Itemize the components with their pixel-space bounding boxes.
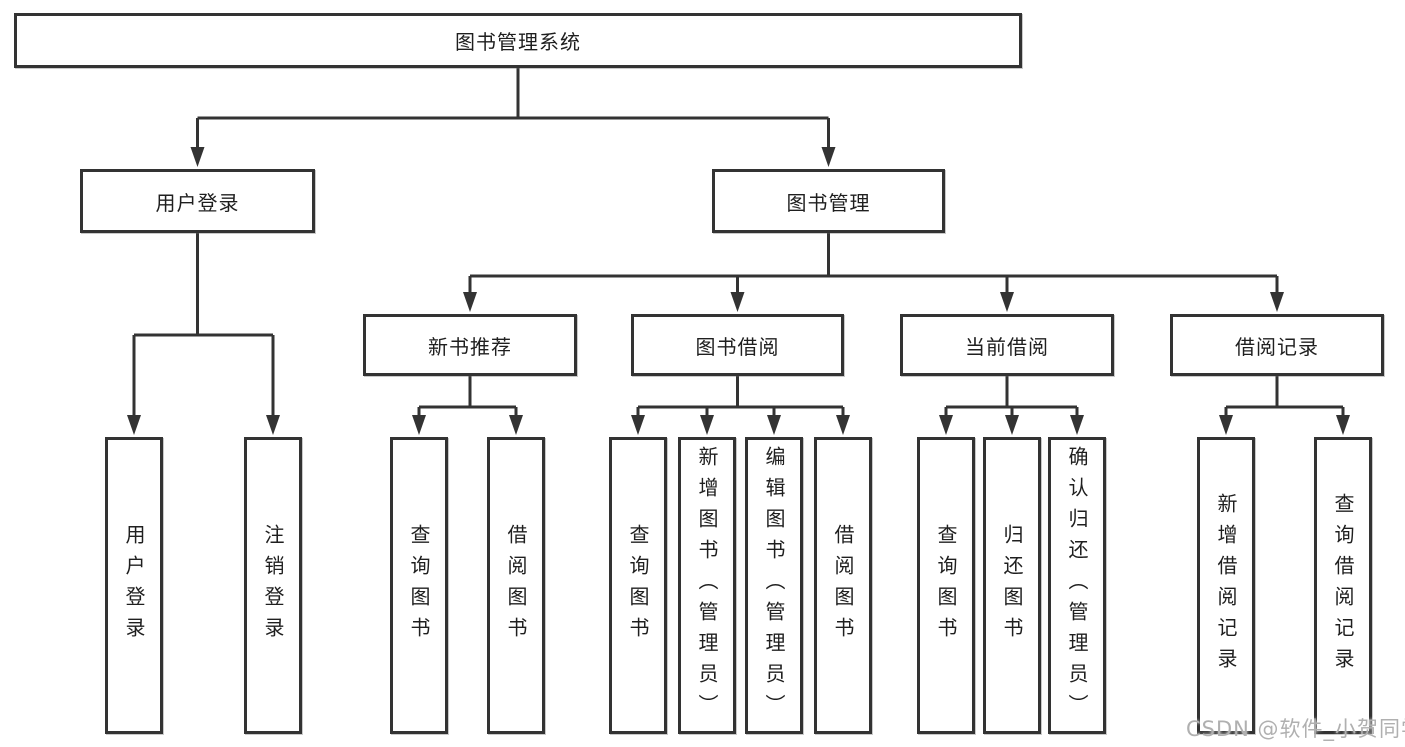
leaf-query-book-recommend: 查询图书	[390, 437, 448, 734]
node-label: 查询图书	[407, 523, 431, 648]
leaf-edit-book-admin: 编辑图书（管理员）	[745, 437, 803, 734]
arrowheads	[127, 147, 1350, 435]
node-label: 查询图书	[626, 523, 650, 648]
leaf-user-login: 用户登录	[105, 437, 163, 734]
node-label: 确认归还（管理员）	[1065, 446, 1089, 725]
leaf-query-book-borrow: 查询图书	[609, 437, 667, 734]
node-label: 用户登录	[122, 523, 146, 648]
node-borrow-records: 借阅记录	[1170, 314, 1384, 376]
node-label: 图书借阅	[695, 334, 780, 359]
node-label: 图书管理	[786, 190, 871, 215]
node-label: 新书推荐	[428, 334, 512, 359]
node-library-management-system: 图书管理系统	[14, 13, 1022, 68]
leaf-confirm-return-admin: 确认归还（管理员）	[1048, 437, 1106, 734]
node-label: 注销登录	[261, 523, 285, 648]
node-label: 新增图书（管理员）	[695, 446, 719, 725]
leaf-add-borrow-record: 新增借阅记录	[1197, 437, 1255, 734]
node-new-book-recommend: 新书推荐	[363, 314, 577, 376]
node-label: 借阅记录	[1235, 334, 1319, 359]
leaf-query-borrow-record: 查询借阅记录	[1314, 437, 1372, 734]
node-label: 查询图书	[934, 523, 958, 648]
node-label: 查询借阅记录	[1331, 492, 1355, 679]
node-label: 用户登录	[155, 190, 240, 215]
node-label: 借阅图书	[831, 523, 855, 648]
leaf-borrow-book-recommend: 借阅图书	[487, 437, 545, 734]
node-label: 当前借阅	[965, 334, 1049, 359]
leaf-borrow-book: 借阅图书	[814, 437, 872, 734]
node-label: 图书管理系统	[455, 30, 581, 54]
node-label: 编辑图书（管理员）	[762, 446, 786, 725]
leaf-return-book: 归还图书	[983, 437, 1041, 734]
leaf-logout: 注销登录	[244, 437, 302, 734]
node-label: 新增借阅记录	[1214, 492, 1238, 679]
node-user-login: 用户登录	[80, 169, 315, 233]
csdn-watermark: CSDN @软件_小贺同学	[1186, 717, 1405, 741]
node-book-management: 图书管理	[712, 169, 945, 233]
node-label: 借阅图书	[504, 523, 528, 648]
leaf-query-book-current: 查询图书	[917, 437, 975, 734]
node-current-borrow: 当前借阅	[900, 314, 1114, 376]
node-book-borrow: 图书借阅	[631, 314, 844, 376]
leaf-add-book-admin: 新增图书（管理员）	[678, 437, 736, 734]
node-label: 归还图书	[1000, 523, 1024, 648]
